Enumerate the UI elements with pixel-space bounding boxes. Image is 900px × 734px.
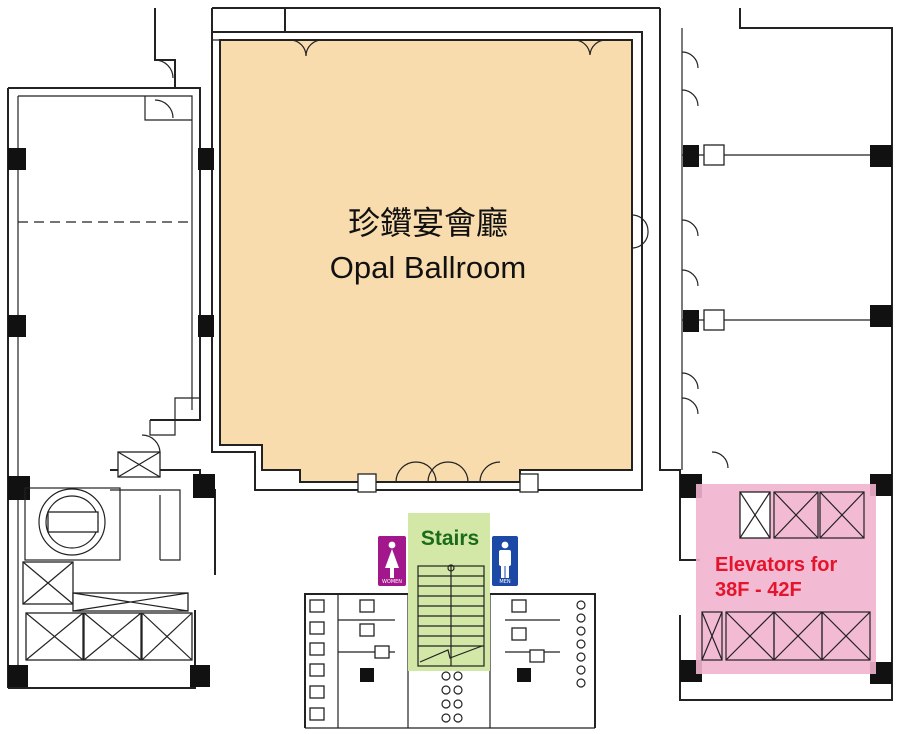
women-sign-label: WOMEN [382,579,402,585]
elevators-label-line2: 38F - 42F [715,579,802,601]
left-columns [8,148,215,687]
ballroom-name-en: Opal Ballroom [330,250,526,285]
stairs-label: Stairs [421,527,479,550]
women-restroom-sign: WOMEN [378,536,406,586]
left-stairwell [24,451,161,561]
man-icon [499,541,511,578]
woman-icon [385,541,399,578]
ballroom-outer-wall [211,7,660,491]
men-restroom-sign: MEN [492,536,518,586]
stairs[interactable]: Stairs [408,513,490,671]
ballroom-doors [289,39,649,493]
ballroom-name-zh: 珍鑽宴會廳 [348,204,508,242]
opal-ballroom[interactable]: 珍鑽宴會廳 Opal Ballroom [219,39,633,483]
stairs-highlight [408,513,490,671]
left-service-elevators [22,561,193,661]
men-sign-label: MEN [499,579,510,585]
elevators-label-line1: Elevators for [715,554,837,576]
toilet-fixtures [309,599,586,723]
ballroom-floor [219,39,633,483]
elevators-38f-42f[interactable]: Elevators for 38F - 42F [696,484,876,674]
left-wing-walls [7,8,216,689]
